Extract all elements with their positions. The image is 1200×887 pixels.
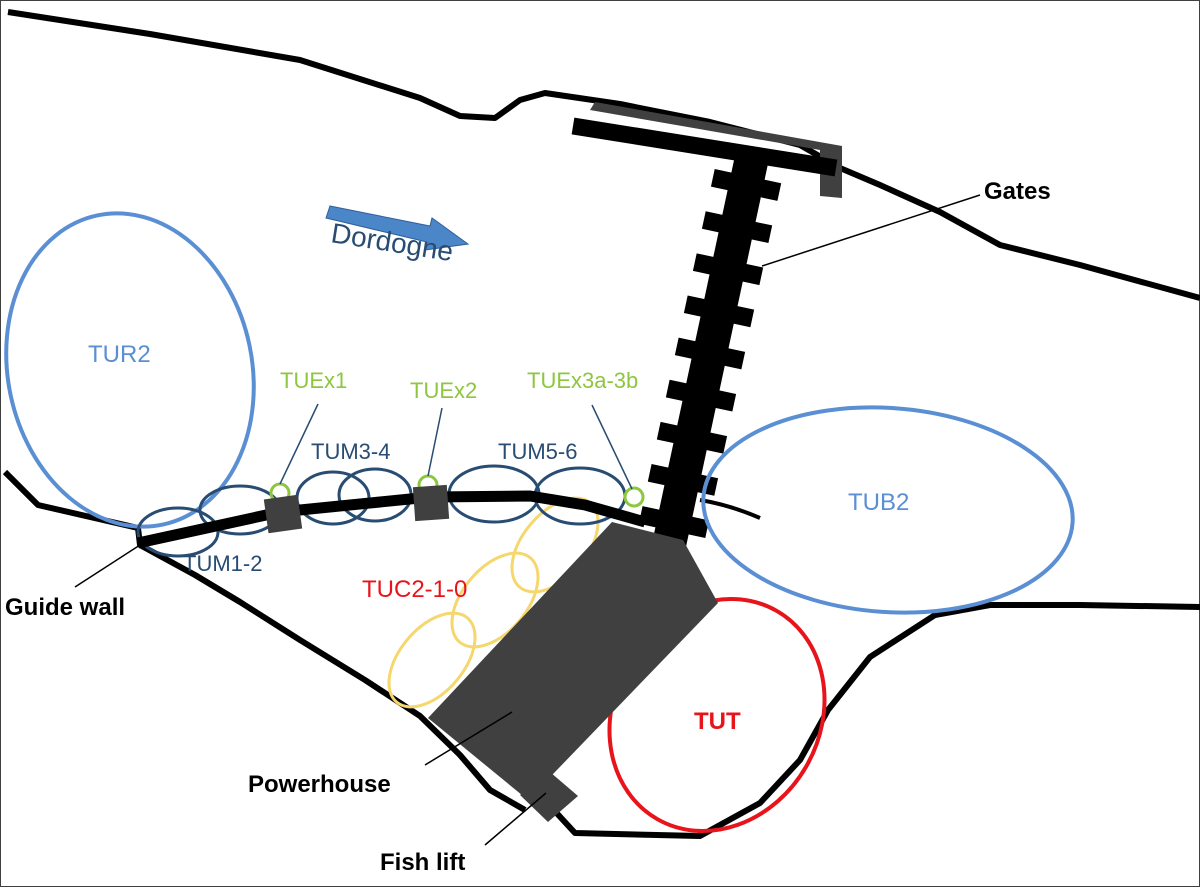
tur2-zone bbox=[4, 211, 256, 529]
tum34-label: TUM3-4 bbox=[311, 439, 390, 464]
guide-wall-line bbox=[136, 490, 647, 549]
gates-column bbox=[638, 158, 782, 549]
gates-headwall bbox=[590, 102, 842, 198]
gates-leader bbox=[761, 194, 981, 267]
gate-pier bbox=[683, 295, 755, 328]
powerhouse-leader bbox=[424, 711, 513, 766]
west-bank bbox=[2, 469, 527, 813]
fish-lift-label: Fish lift bbox=[380, 849, 465, 876]
tuex3-leader bbox=[591, 404, 633, 490]
tuex3-label: TUEx3a-3b bbox=[527, 368, 638, 393]
tuex1-label: TUEx1 bbox=[280, 368, 347, 393]
guide-wall-label: Guide wall bbox=[5, 594, 125, 621]
tuex1-leader bbox=[279, 403, 319, 485]
tuex3-marker bbox=[623, 486, 645, 508]
gate-pier bbox=[692, 253, 764, 286]
guide-wall-block bbox=[412, 484, 450, 522]
tum-ellipse bbox=[136, 506, 220, 558]
gates-top-beam bbox=[571, 117, 838, 177]
gate-pier bbox=[674, 337, 746, 370]
tuc-label: TUC2-1-0 bbox=[362, 576, 467, 603]
tuex2-leader bbox=[427, 407, 443, 477]
gate-pier bbox=[638, 506, 710, 538]
guide-wall-block bbox=[263, 494, 303, 534]
gate-pier bbox=[665, 379, 737, 412]
gates-label: Gates bbox=[984, 178, 1051, 205]
powerhouse-label: Powerhouse bbox=[248, 771, 391, 798]
gate-pier bbox=[710, 169, 782, 201]
tum-ellipse bbox=[295, 470, 371, 526]
fish-lift-leader bbox=[484, 792, 547, 846]
tur2-label: TUR2 bbox=[88, 341, 151, 368]
gate-pier bbox=[701, 211, 773, 244]
tub2-zone bbox=[701, 405, 1075, 615]
fish-lift-block bbox=[520, 772, 578, 822]
gate-pier bbox=[656, 421, 728, 454]
powerhouse-block bbox=[428, 522, 718, 800]
south-bank bbox=[537, 602, 1200, 839]
tuc-ellipse bbox=[387, 611, 477, 709]
tum56-label: TUM5-6 bbox=[498, 439, 577, 464]
gate-pier bbox=[647, 463, 719, 496]
tut-label: TUT bbox=[694, 708, 741, 735]
guide-wall-leader bbox=[74, 544, 141, 588]
north-bank bbox=[7, 9, 1200, 301]
tum-zone-chain bbox=[136, 464, 627, 558]
gate-foot-curve bbox=[699, 498, 761, 520]
tum12-label: TUM1-2 bbox=[183, 551, 262, 576]
tuex2-label: TUEx2 bbox=[410, 378, 477, 403]
flow-arrow bbox=[325, 205, 470, 251]
tub2-label: TUB2 bbox=[848, 489, 909, 516]
